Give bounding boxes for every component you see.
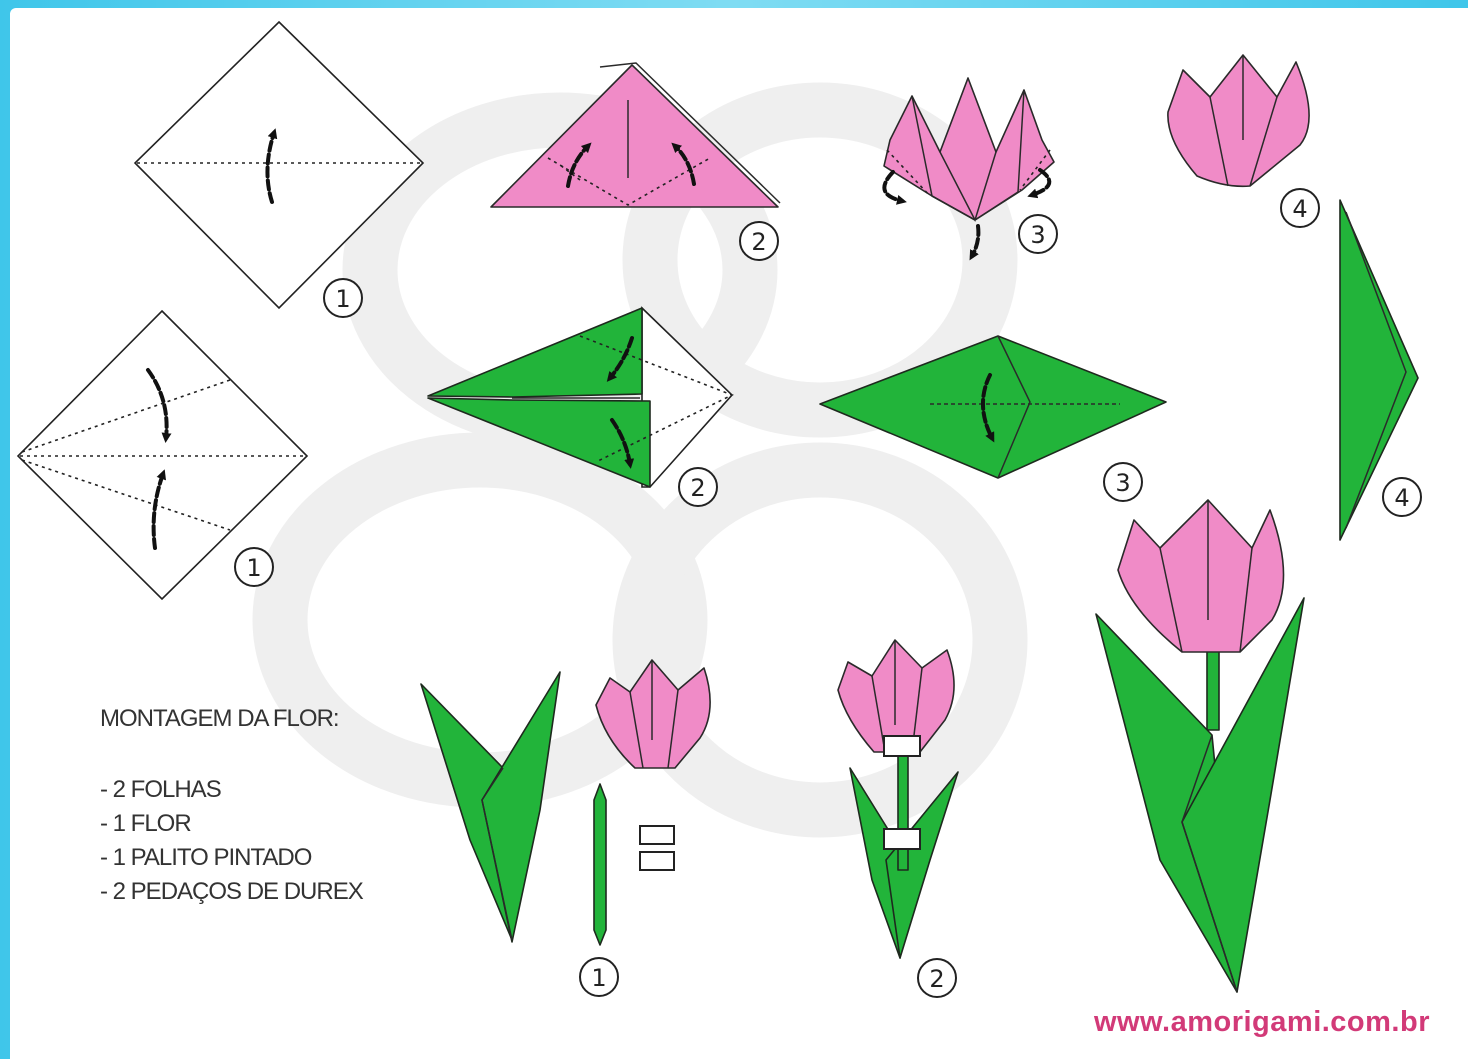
step-number: 1 (235, 548, 273, 586)
legend-item: - 1 PALITO PINTADO (100, 841, 363, 875)
svg-text:3: 3 (1115, 469, 1130, 497)
svg-text:2: 2 (690, 474, 705, 502)
legend-item: - 2 PEDAÇOS DE DUREX (100, 875, 363, 909)
flower-step-4-diagram (1168, 55, 1309, 186)
step-number: 3 (1104, 463, 1142, 501)
step-number: 1 (324, 279, 362, 317)
final-tulip (1096, 500, 1304, 992)
assembly-legend: MONTAGEM DA FLOR: - 2 FOLHAS - 1 FLOR - … (100, 705, 363, 909)
step-number: 3 (1019, 215, 1057, 253)
svg-text:4: 4 (1394, 484, 1409, 512)
legend-item: - 2 FOLHAS (100, 773, 363, 807)
legend-title: MONTAGEM DA FLOR: (100, 705, 363, 733)
svg-text:3: 3 (1030, 221, 1045, 249)
step-number: 1 (580, 958, 618, 996)
step-number: 4 (1281, 189, 1319, 227)
svg-text:1: 1 (591, 964, 606, 992)
step-number: 2 (918, 959, 956, 997)
svg-text:1: 1 (335, 285, 350, 313)
svg-text:2: 2 (929, 965, 944, 993)
painted-stick (594, 784, 606, 945)
website-link[interactable]: www.amorigami.com.br (1094, 1006, 1430, 1039)
step-number: 4 (1383, 478, 1421, 516)
svg-text:4: 4 (1292, 195, 1307, 223)
step-number: 2 (740, 222, 778, 260)
svg-text:1: 1 (246, 554, 261, 582)
step-number: 2 (679, 468, 717, 506)
tape-pieces (640, 826, 674, 870)
assembly-leaves (421, 672, 560, 942)
svg-text:2: 2 (751, 228, 766, 256)
legend-item: - 1 FLOR (100, 807, 363, 841)
assembly-step-2-diagram (838, 640, 958, 958)
